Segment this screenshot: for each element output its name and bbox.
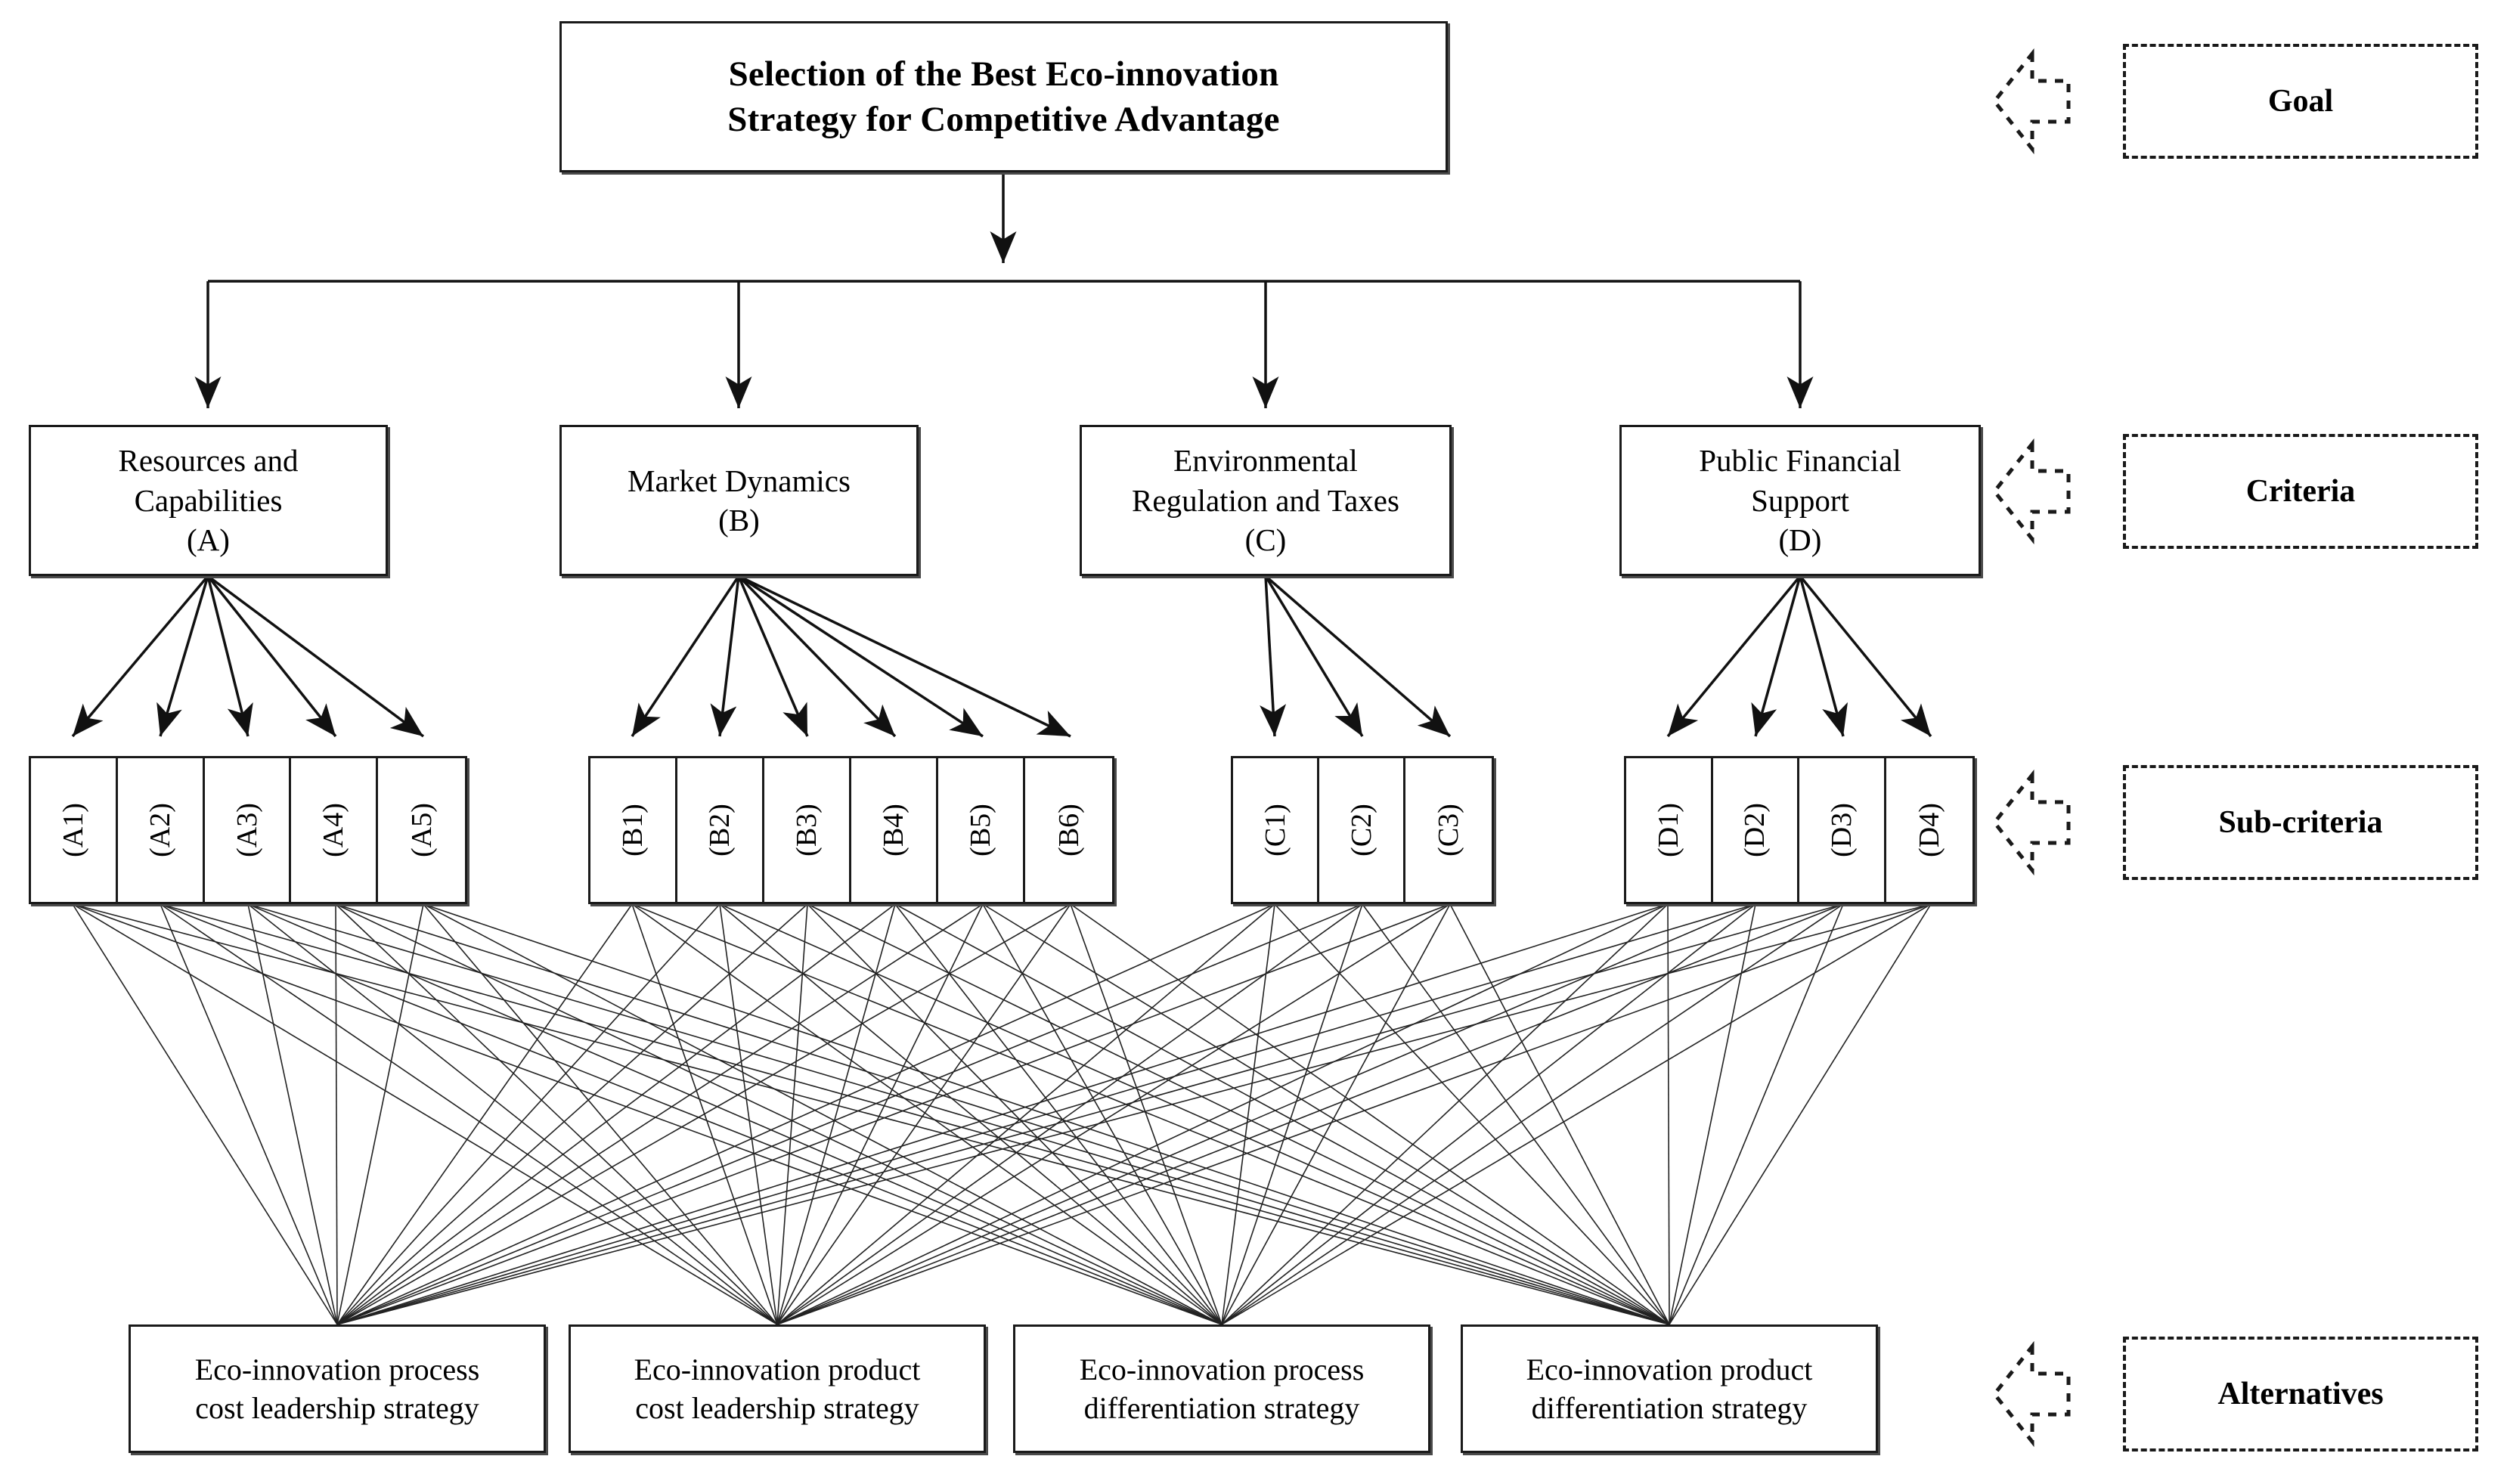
- subcriterion-cell-a5: (A5): [378, 758, 466, 902]
- subcriterion-cell-c2: (C2): [1319, 758, 1406, 902]
- subcriteria-group-b: (B1) (B2) (B3) (B4) (B5) (B6): [588, 756, 1114, 904]
- subcriterion-cell-d3: (D3): [1799, 758, 1886, 902]
- subcriterion-label: (B6): [1052, 804, 1085, 857]
- alternative-box-2: Eco-innovation product cost leadership s…: [569, 1324, 986, 1453]
- criterion-label-b: Market Dynamics (B): [628, 463, 851, 538]
- subcriterion-label: (B5): [965, 804, 996, 857]
- alternative-label-2: Eco-innovation product cost leadership s…: [634, 1352, 921, 1425]
- subcriterion-cell-d1: (D1): [1626, 758, 1713, 902]
- subcriterion-cell-a1: (A1): [31, 758, 118, 902]
- subcriterion-cell-b5: (B5): [938, 758, 1025, 902]
- goal-box: Selection of the Best Eco-innovation Str…: [559, 21, 1448, 172]
- subcriterion-label: (D3): [1825, 803, 1858, 857]
- subcriterion-label: (C2): [1345, 804, 1377, 857]
- subcriteria-group-c: (C1) (C2) (C3): [1231, 756, 1494, 904]
- subcriteria-group-a: (A1) (A2) (A3) (A4) (A5): [29, 756, 467, 904]
- subcriterion-label: (A1): [57, 803, 89, 857]
- subcriterion-cell-c1: (C1): [1233, 758, 1320, 902]
- alternative-label-1: Eco-innovation process cost leadership s…: [194, 1352, 480, 1425]
- left-chevron-dashed-icon: [1991, 48, 2071, 155]
- legend-label-goal: Goal: [2267, 84, 2334, 119]
- legend-box-subcriteria: Sub-criteria: [2123, 765, 2478, 880]
- subcriterion-cell-b3: (B3): [764, 758, 851, 902]
- subcriterion-label: (A2): [144, 803, 176, 857]
- subcriterion-label: (C1): [1259, 804, 1291, 857]
- legend-box-alternatives: Alternatives: [2123, 1337, 2478, 1451]
- alternative-label-3: Eco-innovation process differentiation s…: [1079, 1352, 1365, 1425]
- goal-to-criteria-connectors: [194, 174, 1814, 408]
- subcriterion-cell-b2: (B2): [677, 758, 764, 902]
- legend-label-alternatives: Alternatives: [2217, 1377, 2384, 1411]
- legend-row-subcriteria: Sub-criteria: [1987, 765, 2478, 880]
- subcriterion-label: (B3): [791, 804, 823, 857]
- subcriteria-group-d: (D1) (D2) (D3) (D4): [1624, 756, 1975, 904]
- subcriterion-label: (D1): [1652, 803, 1684, 857]
- left-chevron-dashed-icon: [1991, 438, 2071, 545]
- subcriterion-cell-c3: (C3): [1405, 758, 1492, 902]
- legend-box-criteria: Criteria: [2123, 434, 2478, 549]
- subcriterion-cell-a4: (A4): [291, 758, 379, 902]
- left-chevron-dashed-icon: [1991, 1340, 2071, 1448]
- goal-label: Selection of the Best Eco-innovation Str…: [727, 54, 1280, 139]
- criterion-label-a: Resources and Capabilities (A): [118, 443, 299, 558]
- subcriterion-label: (D2): [1739, 803, 1771, 857]
- subcriterion-label: (B4): [878, 804, 910, 857]
- legend-row-goal: Goal: [1987, 44, 2478, 159]
- subcriterion-cell-b6: (B6): [1025, 758, 1112, 902]
- alternative-box-1: Eco-innovation process cost leadership s…: [129, 1324, 546, 1453]
- subcriterion-label: (A4): [318, 803, 350, 857]
- legend-row-criteria: Criteria: [1987, 434, 2478, 549]
- criterion-label-c: Environmental Regulation and Taxes (C): [1132, 443, 1399, 558]
- subcriterion-cell-b4: (B4): [851, 758, 938, 902]
- criterion-box-b: Market Dynamics (B): [559, 425, 919, 576]
- alternative-box-3: Eco-innovation process differentiation s…: [1013, 1324, 1430, 1453]
- subcriterion-label: (C3): [1433, 804, 1465, 857]
- legend-label-criteria: Criteria: [2245, 474, 2356, 509]
- subcriterion-cell-a3: (A3): [204, 758, 292, 902]
- subcriterion-label: (A3): [231, 803, 263, 857]
- criteria-to-subcriteria-connectors: [71, 575, 1932, 738]
- left-chevron-dashed-icon: [1991, 769, 2071, 876]
- subcriterion-label: (D4): [1913, 803, 1945, 857]
- alternative-label-4: Eco-innovation product differentiation s…: [1526, 1352, 1813, 1425]
- criterion-box-d: Public Financial Support (D): [1619, 425, 1981, 576]
- subcriterion-cell-d2: (D2): [1712, 758, 1800, 902]
- subcriterion-cell-d4: (D4): [1886, 758, 1973, 902]
- subcriteria-to-alternatives-connectors: [72, 903, 1932, 1325]
- criterion-label-d: Public Financial Support (D): [1699, 443, 1901, 558]
- subcriterion-label: (B1): [617, 804, 649, 857]
- legend-row-alternatives: Alternatives: [1987, 1337, 2478, 1451]
- legend-box-goal: Goal: [2123, 44, 2478, 159]
- subcriterion-cell-a2: (A2): [117, 758, 205, 902]
- subcriterion-label: (B2): [704, 804, 736, 857]
- subcriterion-label: (A5): [405, 803, 438, 857]
- subcriterion-cell-b1: (B1): [590, 758, 677, 902]
- legend-label-subcriteria: Sub-criteria: [2218, 805, 2383, 840]
- alternative-box-4: Eco-innovation product differentiation s…: [1461, 1324, 1878, 1453]
- criterion-box-a: Resources and Capabilities (A): [29, 425, 388, 576]
- criterion-box-c: Environmental Regulation and Taxes (C): [1080, 425, 1452, 576]
